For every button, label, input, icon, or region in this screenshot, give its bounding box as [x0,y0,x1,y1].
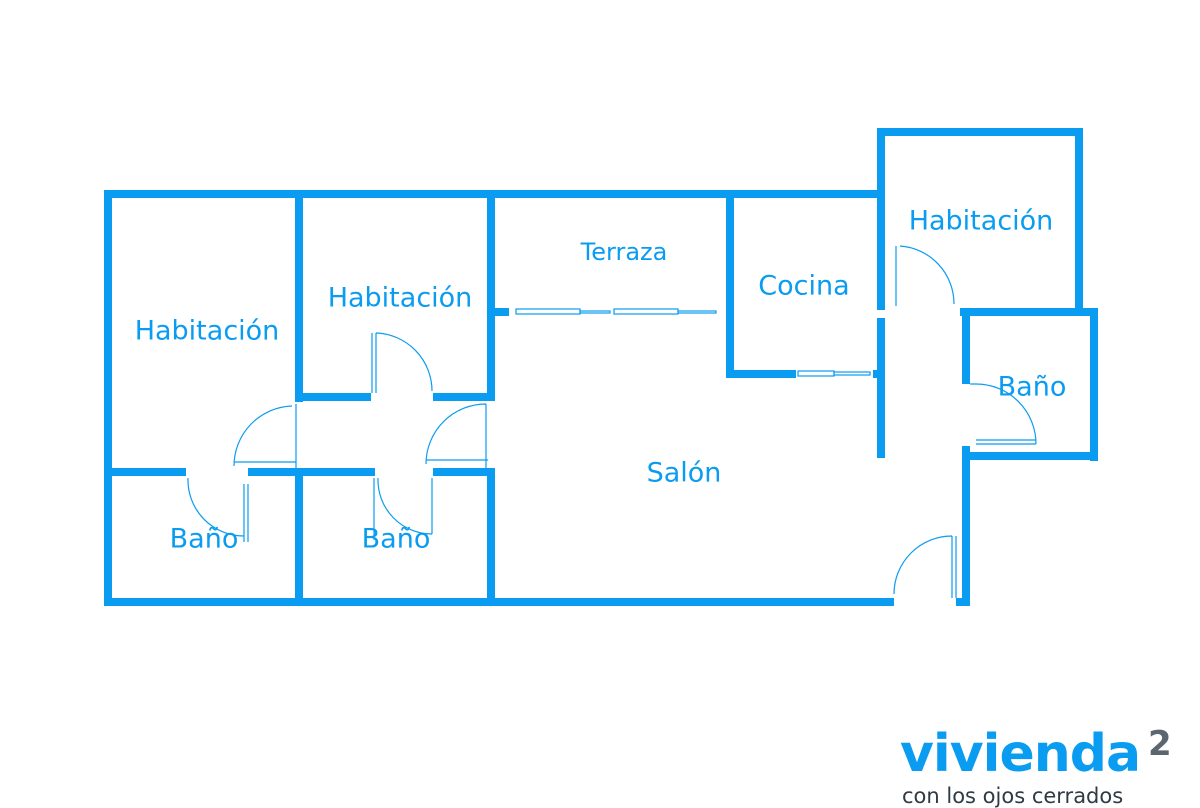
door-hab-right [895,245,955,306]
wall-top-right-tower [877,128,1083,136]
logo-tagline: con los ojos cerrados [902,784,1124,808]
wall-hab-left-right [295,190,303,402]
door-bano-left [187,477,249,542]
door-entrance [893,535,957,598]
room-label-salon: Salón [646,457,722,489]
wall-bano-right-top [960,308,1096,316]
door-bano-mid [373,477,433,540]
sliding-door-terraza-3 [613,308,679,315]
wall-bano-right-outer [1090,308,1098,461]
sliding-door-terraza-2 [579,310,611,314]
wall-left-outer [104,190,112,606]
wall-bottom-right [956,598,970,606]
wall-bano-mid-top-right [433,468,495,476]
room-label-habitacion-right: Habitación [908,205,1054,237]
room-label-terraza: Terraza [580,238,668,266]
wall-hab-mid-bottom-right [433,393,495,401]
logo-superscript: 2 [1148,724,1172,764]
wall-tower-right [1075,128,1083,313]
wall-banos-top-mid [248,468,375,476]
wall-hab-mid-right-lower [487,308,495,401]
wall-tower-left-lower [877,318,885,458]
room-label-bano-mid: Baño [361,523,431,555]
wall-terraza-stub [495,308,509,316]
wall-tower-left-upper [877,128,885,310]
sliding-door-terraza-4 [677,310,717,314]
wall-bano-mid-right [487,468,495,606]
wall-cocina-bottom-end [873,370,885,378]
logo-word: vivienda [900,724,1141,784]
wall-salon-right [962,446,970,606]
wall-bano-right-inner [962,308,970,384]
room-label-bano-right: Baño [997,371,1067,403]
room-label-habitacion-mid: Habitación [327,282,473,314]
wall-bano-right-bottom [962,452,1098,460]
wall-hab-mid-right [487,190,495,310]
sliding-door-terraza-1 [515,308,581,315]
openings [187,245,1037,598]
door-hab-mid [371,332,433,393]
wall-cocina-bottom [726,370,796,378]
wall-bottom [104,598,894,606]
door-bano-right [970,383,1037,445]
walls [104,128,1098,606]
wall-hab-mid-bottom-left [295,393,371,401]
room-label-habitacion-left: Habitación [134,315,280,347]
brand-logo: vivienda 2 con los ojos cerrados [900,724,1172,808]
sliding-door-cocina-1 [797,370,835,377]
wall-bano-separator [295,468,303,606]
room-label-cocina: Cocina [758,270,850,302]
room-label-bano-left: Baño [169,523,239,555]
door-hab-mid-hall [425,403,488,468]
wall-bano-left-top [104,468,186,476]
wall-cocina-left [726,190,734,376]
door-hab-left [233,404,297,468]
sliding-door-cocina-2 [833,371,871,376]
